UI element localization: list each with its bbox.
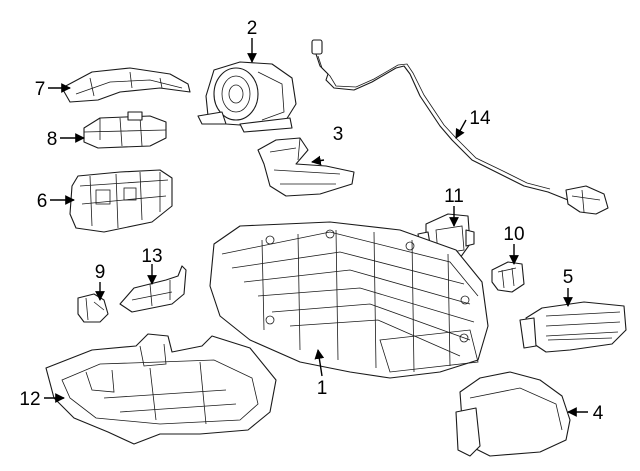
callout-2: 2 [247,18,258,39]
callout-10: 10 [503,224,524,245]
callout-9: 9 [95,262,106,283]
part-1-battery-assembly[interactable] [209,221,489,379]
callout-12: 12 [19,389,40,410]
part-9-clip[interactable] [77,293,109,323]
callout-11: 11 [444,186,464,207]
callout-5: 5 [563,267,574,288]
part-8-bracket[interactable] [83,111,167,149]
part-7-cover[interactable] [61,67,191,103]
part-14-wire-harness[interactable] [311,39,609,215]
part-13-bracket-plate[interactable] [119,265,187,313]
callout-13: 13 [141,246,162,267]
callout-7: 7 [35,79,46,100]
part-12-tray[interactable] [45,333,277,445]
callout-14: 14 [469,108,491,129]
part-5-junction-block[interactable] [519,301,627,353]
callout-3: 3 [333,124,344,145]
callout-labels: 2 3 14 7 8 6 11 10 5 13 9 12 1 4 [19,18,603,424]
callout-4: 4 [593,403,604,424]
callout-6: 6 [37,191,48,212]
part-6-frame[interactable] [69,169,173,233]
callout-1: 1 [317,378,328,399]
callout-8: 8 [47,129,58,150]
part-10-connector[interactable] [491,261,525,293]
leader-lines [44,38,588,417]
part-4-cover[interactable] [455,371,571,457]
part-2-blower-fan[interactable] [197,61,297,133]
part-3-duct[interactable] [257,137,355,197]
